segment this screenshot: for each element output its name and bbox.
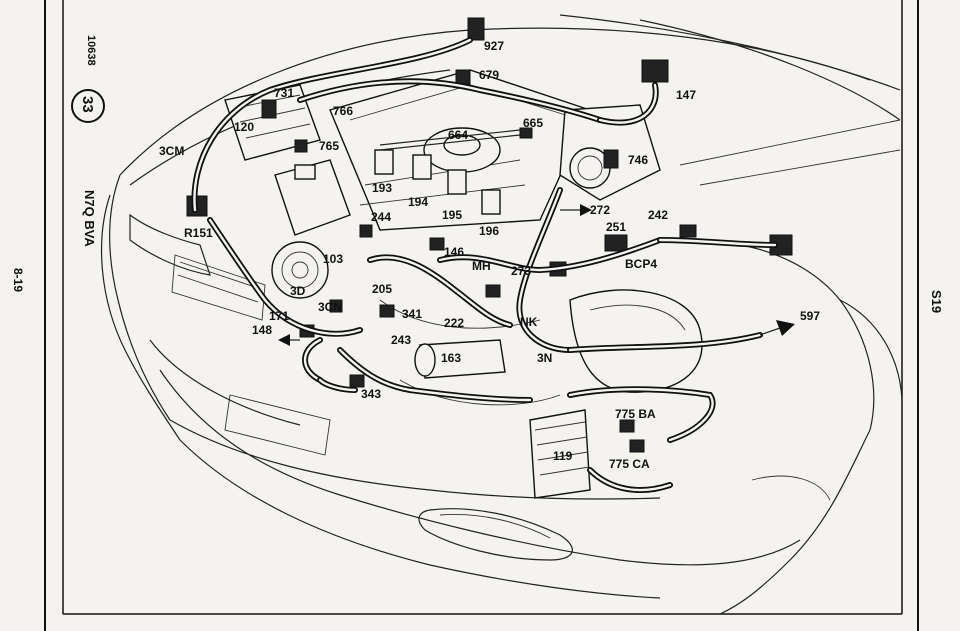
label-nk: NK <box>520 315 538 329</box>
label-3cn: 3CN <box>318 300 342 314</box>
label-195: 195 <box>442 208 462 222</box>
label-193: 193 <box>372 181 392 195</box>
label-765: 765 <box>319 139 339 153</box>
label-mh: MH <box>472 259 491 273</box>
label-272: 272 <box>590 203 610 217</box>
label-679: 679 <box>479 68 499 82</box>
label-341: 341 <box>402 307 422 321</box>
label-664: 664 <box>448 128 468 142</box>
label-775ca: 775 CA <box>609 457 650 471</box>
label-3cm: 3CM <box>159 144 184 158</box>
label-665: 665 <box>523 116 543 130</box>
label-251: 251 <box>606 220 626 234</box>
label-242: 242 <box>648 208 668 222</box>
component-labels: 927 679 147 731 766 665 664 120 3CM 765 … <box>159 39 820 471</box>
harness <box>191 37 778 493</box>
label-597: 597 <box>800 309 820 323</box>
page-ref-left: 8-19 <box>11 268 25 293</box>
label-244: 244 <box>371 210 391 224</box>
label-731: 731 <box>274 86 294 100</box>
label-196: 196 <box>479 224 499 238</box>
label-163: 163 <box>441 351 461 365</box>
label-146: 146 <box>444 245 464 259</box>
label-103: 103 <box>323 252 343 266</box>
label-119: 119 <box>553 449 573 463</box>
engine-code: N7Q BVA <box>82 190 97 247</box>
label-194: 194 <box>408 195 428 209</box>
label-222: 222 <box>444 316 464 330</box>
label-148: 148 <box>252 323 272 337</box>
label-766: 766 <box>333 104 353 118</box>
label-746: 746 <box>628 153 648 167</box>
label-775ba: 775 BA <box>615 407 656 421</box>
label-r151: R151 <box>184 226 213 240</box>
label-bcp4: BCP4 <box>625 257 657 271</box>
label-343: 343 <box>361 387 381 401</box>
label-205: 205 <box>372 282 392 296</box>
label-927: 927 <box>484 39 504 53</box>
label-243: 243 <box>391 333 411 347</box>
label-3n: 3N <box>537 351 552 365</box>
label-120: 120 <box>234 120 254 134</box>
label-273: 273 <box>511 264 531 278</box>
page-ref-right: S19 <box>929 290 944 314</box>
direction-arrows <box>278 204 795 346</box>
section-number: 33 <box>79 96 96 113</box>
label-171: 171 <box>269 309 289 323</box>
page-frame <box>44 0 919 631</box>
label-147: 147 <box>676 88 696 102</box>
document-number: 10638 <box>85 35 97 66</box>
section-badge <box>71 89 105 123</box>
label-3d: 3D <box>290 284 306 298</box>
